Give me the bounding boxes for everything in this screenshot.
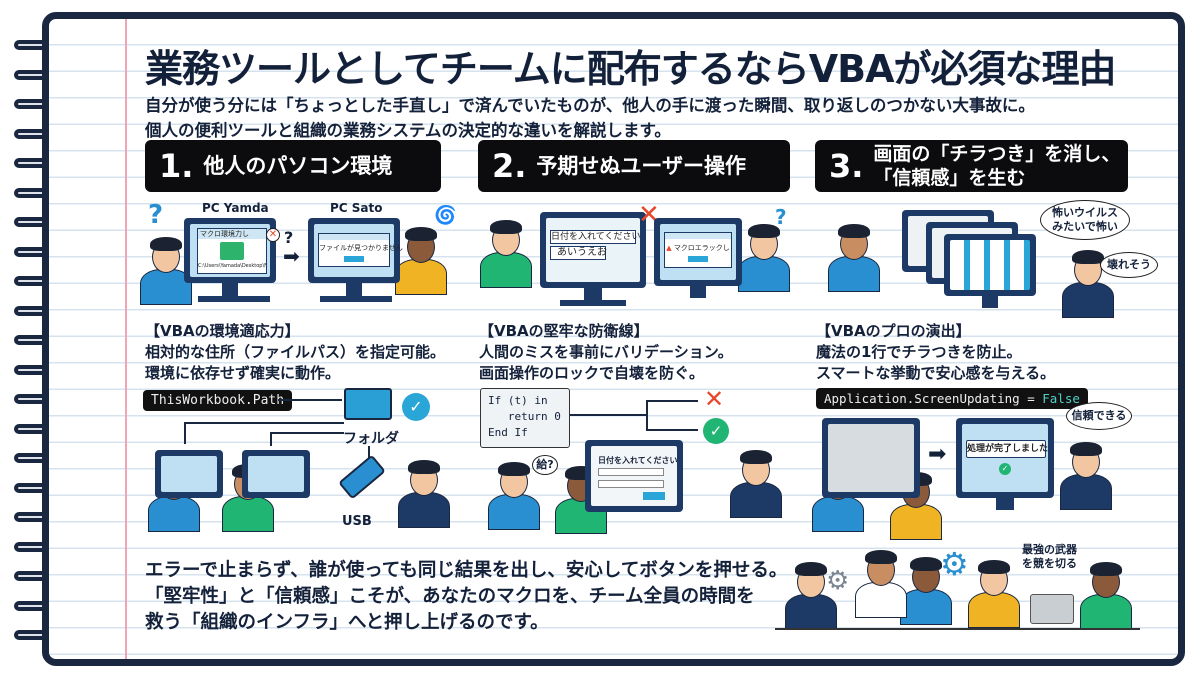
question-text: ? <box>284 228 294 247</box>
error-x-icon: ✕ <box>266 228 280 242</box>
speech-bubble-broken: 壊れそう <box>1100 252 1158 278</box>
folder-label: フォルダ <box>343 431 399 447</box>
code-text: Application.ScreenUpdating = <box>824 391 1043 406</box>
subtitle-line-2: 個人の便利ツールと組織の業務システムの決定的な違いを解説します。 <box>145 121 671 140</box>
bubble-line: みたいで怖い <box>1052 220 1118 233</box>
code-snippet: ThisWorkbook.Path <box>143 390 293 411</box>
gear-icon: ⚙ <box>940 545 969 583</box>
error-message: マクロエラックし <box>673 244 730 252</box>
check-icon: ✓ <box>999 463 1011 475</box>
section-1-header: 1. 他人のパソコン環境 <box>145 140 441 192</box>
page-title: 業務ツールとしてチームに配布するならVBAが必須な理由 <box>145 47 1117 91</box>
conclusion-line-2: 「堅牢性」と「信頼感」こそが、あなたのマクロを、チーム全員の時間を <box>145 586 755 607</box>
code-snippet: Application.ScreenUpdating = False <box>816 388 1088 409</box>
validation-code: If (t) in return 0 End If <box>480 388 570 448</box>
code-value: False <box>1042 391 1080 406</box>
usb-drive-icon <box>338 454 386 500</box>
section-heading: 予期せぬユーザー操作 <box>536 154 747 178</box>
section-2-header: 2. 予期せぬユーザー操作 <box>478 140 790 192</box>
check-icon: ✓ <box>402 393 430 421</box>
accept-check-icon: ✓ <box>703 418 729 444</box>
section-heading-line-1: 画面の「チラつき」を消し、 <box>873 143 1121 165</box>
monitor <box>155 450 223 498</box>
warning-icon: ▲ <box>666 244 672 252</box>
dizzy-icon: 🌀 <box>434 205 457 226</box>
caption-line: スマートな挙動で安心感を与える。 <box>816 364 1056 382</box>
section-heading-line-2: 「信頼感」を生む <box>873 167 1026 189</box>
caption-line: 環境に依存せず確実に動作。 <box>145 364 341 382</box>
submit-button-illustration <box>643 492 665 500</box>
folder-icon <box>344 388 392 420</box>
error-dialog: ▲ マクロエラックし <box>664 232 732 268</box>
monitor <box>242 450 310 498</box>
error-dialog: ファイルが見つかりません <box>318 233 403 267</box>
question-mark: ? <box>775 205 787 229</box>
ruled-lines <box>49 19 1178 659</box>
speech-bubble-virus: 怖いウイルスみたいで怖い <box>1040 200 1130 240</box>
team-caption-line: を競を切る <box>1022 557 1077 570</box>
subtitle-line-1: 自分が使う分には「ちょっとした手直し」で済んでいたものが、他人の手に渡った瞬間、… <box>145 96 1035 115</box>
macro-dialog: マクロ環境力し C:\Users\Yamada\Desktop\Folder <box>197 228 267 274</box>
caption-title: 【VBAの環境適応力】 <box>145 322 300 340</box>
margin-line <box>125 19 127 659</box>
code-line: End If <box>488 426 528 439</box>
gear-icon: ⚙ <box>826 566 850 596</box>
form-input: あいうえお <box>550 246 607 260</box>
notebook-page <box>42 12 1185 666</box>
question-mark-icon: ? <box>148 200 164 230</box>
bubble-line: 怖いウイルス <box>1052 206 1118 219</box>
arrow-right-icon: ➡ <box>928 442 947 467</box>
caption-title: 【VBAの堅牢な防衛線】 <box>479 322 649 340</box>
laptop-icon <box>1030 594 1074 624</box>
monitor-complete <box>956 418 1054 498</box>
section-number: 3. <box>829 147 864 185</box>
arrow-right-icon: ➡ <box>283 244 300 268</box>
monitor-form <box>585 440 683 512</box>
team-caption-line: 最強の武器 <box>1022 543 1077 556</box>
section-3-header: 3. 画面の「チラつき」を消し、「信頼感」を生む <box>815 140 1128 192</box>
conclusion-line-1: エラーで止まらず、誰が使っても同じ結果を出し、安心してボタンを押せる。 <box>145 560 788 581</box>
form-prompt: 日付を入れてください <box>598 456 678 465</box>
section-heading: 他人のパソコン環境 <box>203 154 393 178</box>
speech-bubble-trust: 信頼できる <box>1066 402 1132 430</box>
code-line: return 0 <box>488 410 561 423</box>
caption-line: 相対的な住所（ファイルパス）を指定可能。 <box>145 343 446 361</box>
conclusion-line-3: 救う「組織のインフラ」へと押し上げるのです。 <box>145 612 549 633</box>
team-caption: 最強の武器を競を切る <box>1022 543 1077 571</box>
caption-line: 人間のミスを事前にバリデーション。 <box>479 343 733 361</box>
section-number: 1. <box>159 147 194 185</box>
pc-label-right: PC Sato <box>330 201 383 215</box>
pc-label-left: PC Yamda <box>202 201 269 215</box>
error-message: ファイルが見つかりません <box>319 244 403 252</box>
code-line: If (t) in <box>488 394 548 407</box>
section-number: 2. <box>492 147 527 185</box>
caption-line: 魔法の1行でチラつきを防止。 <box>816 343 1022 361</box>
caption-line: 画面操作のロックで自壊を防ぐ。 <box>479 364 705 382</box>
dialog-path: C:\Users\Yamada\Desktop\Folder <box>198 263 266 269</box>
completion-message: 処理が完了しました <box>966 440 1048 458</box>
reject-x-icon: ✕ <box>704 385 725 413</box>
usb-label: USB <box>342 514 372 529</box>
folder-icon <box>220 242 244 260</box>
speech-bubble: 給? <box>532 455 558 475</box>
dialog-title: マクロ環境力し <box>198 229 266 239</box>
spreadsheet-window <box>944 234 1036 296</box>
monitor-processing <box>822 418 920 498</box>
form-prompt: 日付を入れてください <box>550 230 641 244</box>
caption-title: 【VBAのプロの演出】 <box>816 322 971 340</box>
